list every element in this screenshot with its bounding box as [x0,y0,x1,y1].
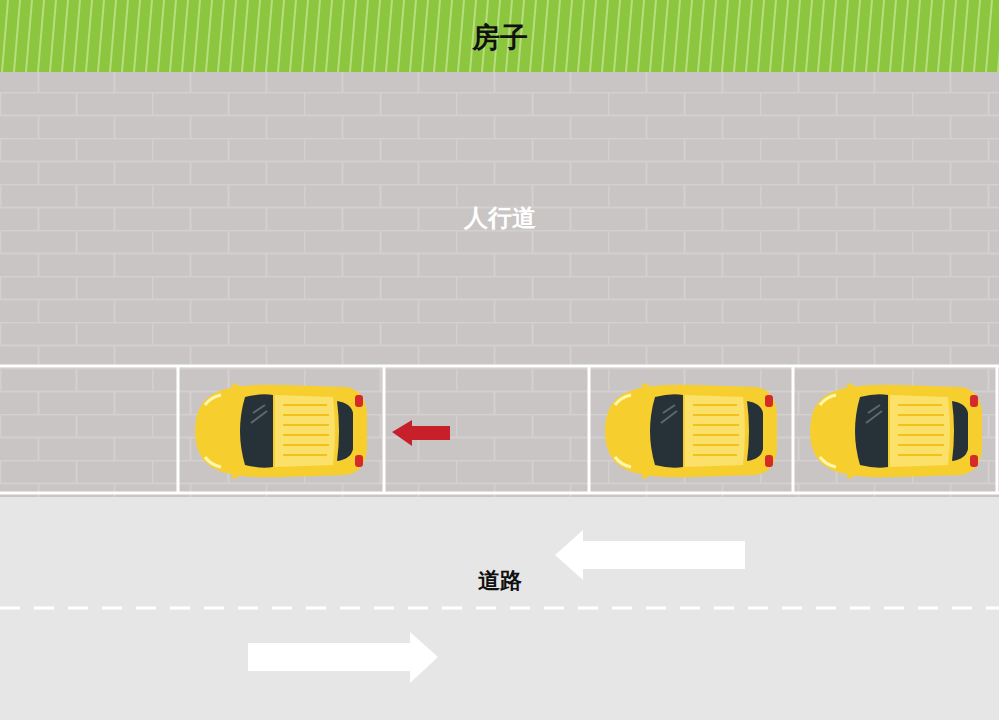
house-band [0,0,999,72]
move-arrow [392,420,450,446]
parked-car [810,383,982,479]
road-region: 道路 [0,497,999,720]
sidewalk-ground [0,72,999,497]
parked-car [605,383,777,479]
lane-arrow [248,632,438,683]
region-label: 人行道 [464,202,536,234]
region-label: 道路 [478,566,522,596]
parked-car [195,383,367,479]
region-label: 房子 [472,19,528,57]
road-ground [0,497,999,720]
center-line [0,607,999,610]
parking-lines [0,366,999,493]
sidewalk-region: 人行道 [0,72,999,365]
house-band: 房子 [0,0,999,72]
lane-arrow [555,530,745,580]
